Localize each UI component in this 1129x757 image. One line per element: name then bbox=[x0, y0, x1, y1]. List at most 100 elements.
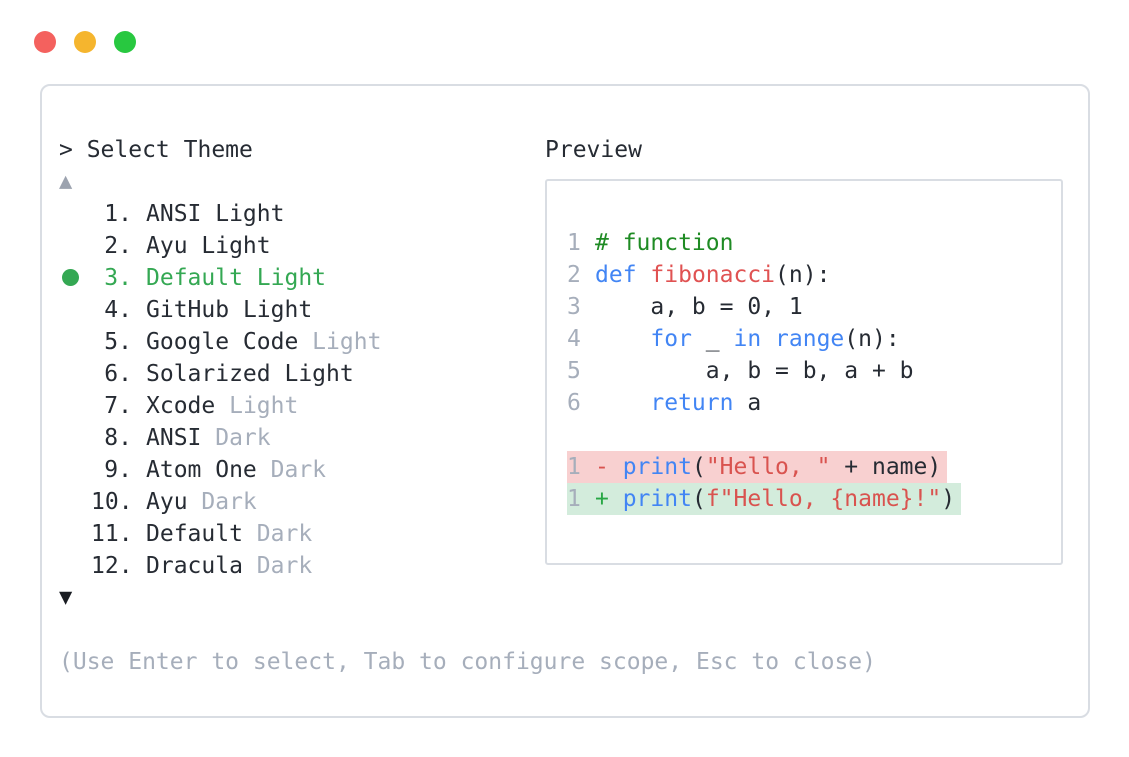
code-line-content: 6 return a bbox=[567, 387, 767, 419]
theme-name: Atom One bbox=[146, 457, 257, 483]
code-tokens: + print(f"Hello, {name}!") bbox=[595, 483, 955, 515]
selected-indicator-slot bbox=[59, 518, 91, 550]
token-plain bbox=[637, 262, 651, 288]
token-keyword: print bbox=[622, 486, 692, 512]
theme-option-6[interactable]: 6.Solarized Light bbox=[59, 358, 876, 390]
scroll-down-icon[interactable]: ▼ bbox=[59, 585, 73, 610]
code-line: 6 return a bbox=[567, 387, 1061, 419]
theme-option-4[interactable]: 4.GitHub Light bbox=[59, 294, 876, 326]
close-window-button[interactable] bbox=[34, 31, 56, 53]
theme-number: 3. bbox=[104, 265, 132, 291]
token-plain: a, b = b, a + b bbox=[595, 358, 914, 384]
theme-number: 5. bbox=[104, 329, 132, 355]
selected-indicator-slot bbox=[59, 262, 91, 294]
token-plain bbox=[595, 390, 650, 416]
theme-variant: Light bbox=[215, 393, 299, 419]
token-plain: ( bbox=[691, 454, 706, 480]
token-plain bbox=[761, 326, 775, 352]
token-plain: a bbox=[733, 390, 762, 416]
diff-added-line: 1 + print(f"Hello, {name}!") bbox=[567, 483, 962, 515]
theme-name: ANSI bbox=[146, 201, 202, 227]
theme-variant: Dark bbox=[242, 521, 313, 547]
code-line: 5 a, b = b, a + b bbox=[567, 355, 1061, 387]
select-theme-prompt: > Select Theme bbox=[59, 137, 253, 163]
theme-number: 8. bbox=[104, 425, 132, 451]
line-number: 1 bbox=[567, 230, 581, 256]
token-keyword: return bbox=[650, 390, 734, 416]
theme-option-5[interactable]: 5.Google Code Light bbox=[59, 326, 876, 358]
token-function: fibonacci bbox=[650, 262, 776, 288]
line-number: 1 bbox=[567, 486, 581, 512]
code-tokens: return a bbox=[595, 387, 761, 419]
line-number: 6 bbox=[567, 390, 581, 416]
selected-indicator-slot bbox=[59, 230, 91, 262]
theme-option-1[interactable]: 1.ANSI Light bbox=[59, 198, 876, 230]
selected-indicator-slot bbox=[59, 550, 91, 582]
theme-number: 4. bbox=[104, 297, 132, 323]
theme-name: Default bbox=[146, 265, 243, 291]
theme-selector: > Select Theme ▲ 1. ANSI Light 2.Ayu Light… bbox=[59, 134, 876, 678]
help-text: (Use Enter to select, Tab to configure s… bbox=[59, 649, 876, 675]
theme-variant: Light bbox=[298, 329, 382, 355]
line-number: 2 bbox=[567, 262, 581, 288]
token-keyword: range bbox=[775, 326, 845, 352]
selected-indicator-slot bbox=[59, 486, 91, 518]
code-line: 4 for _ in range(n): bbox=[567, 323, 1061, 355]
theme-option-7[interactable]: 7. Xcode Light bbox=[59, 390, 876, 422]
scroll-up-icon[interactable]: ▲ bbox=[59, 169, 73, 194]
code-tokens: # function bbox=[595, 227, 733, 259]
line-number: 1 bbox=[567, 454, 581, 480]
theme-picker-panel: > Select Theme ▲ 1. ANSI Light 2.Ayu Light… bbox=[40, 84, 1090, 718]
code-line-content: 2 def fibonacci(n): bbox=[567, 259, 836, 291]
theme-option-9[interactable]: 9. Atom One Dark bbox=[59, 454, 876, 486]
theme-option-12[interactable]: 12.Dracula Dark bbox=[59, 550, 876, 582]
code-line: 3 a, b = 0, 1 bbox=[567, 291, 1061, 323]
theme-number: 1. bbox=[104, 201, 132, 227]
selected-indicator-slot bbox=[59, 326, 91, 358]
code-tokens: a, b = 0, 1 bbox=[595, 291, 802, 323]
code-tokens: for _ in range(n): bbox=[595, 323, 900, 355]
code-line: 1 + print(f"Hello, {name}!") bbox=[567, 483, 1061, 515]
theme-option-3[interactable]: 3.Default Light bbox=[59, 262, 876, 294]
theme-number: 7. bbox=[104, 393, 132, 419]
code-line: 2 def fibonacci(n): bbox=[567, 259, 1061, 291]
theme-option-8[interactable]: 8. ANSI Dark bbox=[59, 422, 876, 454]
theme-number: 12. bbox=[91, 553, 133, 579]
theme-name: ANSI bbox=[146, 425, 202, 451]
code-line-content: 4 for _ in range(n): bbox=[567, 323, 906, 355]
theme-option-2[interactable]: 2.Ayu Light bbox=[59, 230, 876, 262]
theme-name: Xcode bbox=[146, 393, 216, 419]
selected-indicator-slot bbox=[59, 422, 91, 454]
code-tokens: def fibonacci(n): bbox=[595, 259, 830, 291]
token-plain: (n): bbox=[844, 326, 900, 352]
code-line: 1 # function bbox=[567, 227, 1061, 259]
code-line-content: 1 # function bbox=[567, 227, 739, 259]
token-keyword: in bbox=[733, 326, 762, 352]
line-number: 5 bbox=[567, 358, 581, 384]
token-comment: # function bbox=[595, 230, 734, 256]
theme-number: 9. bbox=[104, 457, 132, 483]
line-number: 4 bbox=[567, 326, 581, 352]
theme-option-11[interactable]: 11. Default Dark bbox=[59, 518, 876, 550]
theme-variant: Dark bbox=[256, 457, 327, 483]
minimize-window-button[interactable] bbox=[74, 31, 96, 53]
theme-number: 11. bbox=[91, 521, 133, 547]
token-keyword: def bbox=[595, 262, 637, 288]
token-keyword: for bbox=[650, 326, 692, 352]
theme-number: 2. bbox=[104, 233, 132, 259]
selected-indicator-slot bbox=[59, 454, 91, 486]
selected-indicator-slot bbox=[59, 198, 91, 230]
selected-dot-icon bbox=[62, 269, 79, 286]
code-line: 1- print("Hello, " + name) bbox=[567, 451, 1061, 483]
window-controls bbox=[34, 31, 136, 53]
theme-name: Dracula bbox=[146, 553, 243, 579]
theme-name: Solarized bbox=[146, 361, 271, 387]
theme-option-10[interactable]: 10.Ayu Dark bbox=[59, 486, 876, 518]
theme-variant: Light bbox=[229, 297, 313, 323]
selected-indicator-slot bbox=[59, 294, 91, 326]
zoom-window-button[interactable] bbox=[114, 31, 136, 53]
theme-variant: Dark bbox=[201, 425, 271, 451]
theme-name: Default bbox=[146, 521, 243, 547]
